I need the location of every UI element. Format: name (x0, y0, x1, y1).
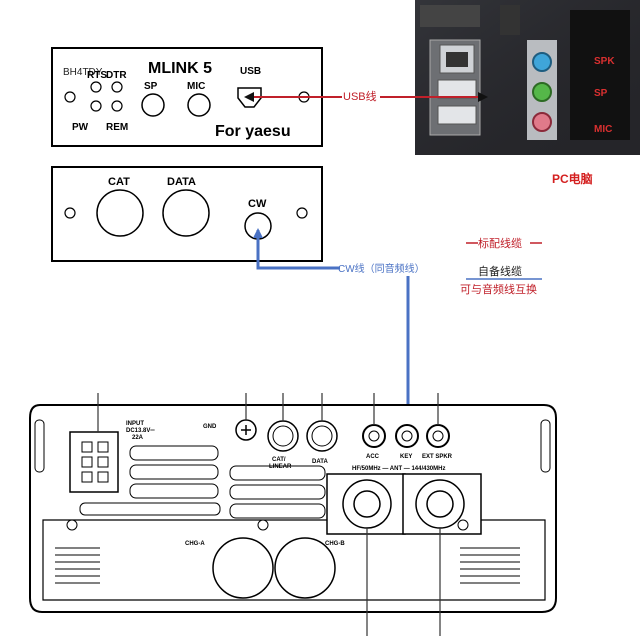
rem-led-icon (111, 100, 123, 112)
pc-label: PC电脑 (552, 171, 593, 186)
input-label-1: INPUT (126, 421, 144, 427)
pw-led-icon (90, 100, 102, 112)
arrow-up-icon (253, 228, 263, 238)
input-label-3: 22A (132, 435, 144, 441)
data-label: DATA (167, 176, 196, 188)
mount-hole-right (296, 207, 308, 219)
mic-label: MIC (187, 81, 205, 92)
sp-jack-icon (141, 93, 165, 117)
mount-hole-left (64, 207, 76, 219)
chg-a-label: CHG-A (185, 541, 205, 547)
mlink-back-panel (51, 166, 323, 262)
legend-standard: 标配线缆 (478, 236, 522, 250)
pc-port-label-sp: SP (594, 88, 608, 99)
legend-optional: 自备线缆 (478, 264, 522, 278)
pw-label: PW (72, 122, 89, 133)
legend (466, 235, 542, 280)
dtr-label: DTR (106, 70, 127, 81)
cw-cable-label: CW线（同音频线） (338, 262, 425, 275)
fan-a-icon (212, 537, 274, 599)
data-port-icon (162, 189, 210, 237)
radio-data-label: DATA (312, 459, 328, 465)
pc-port-label-spk: SPK (594, 56, 615, 67)
ext-spkr-label: EXT SPKR (422, 454, 453, 460)
input-label-2: DC13.8V═ (126, 428, 155, 434)
radio-rear-panel (29, 404, 557, 613)
cat-linear-label-2: LINEAR (269, 464, 292, 470)
gnd-label: GND (203, 424, 217, 430)
mlink-title: MLINK 5 (148, 60, 212, 77)
power-socket-icon (69, 431, 119, 493)
usb-cable-label: USB线 (343, 89, 377, 103)
antenna-label: HF/50MHz — ANT — 144/430MHz (352, 466, 445, 472)
mic-jack-icon (187, 93, 211, 117)
rts-led-icon (90, 81, 102, 93)
mlink-callsign: BH4TDY (63, 67, 103, 78)
cw-label: CW (248, 198, 267, 210)
rts-label: RTS (87, 70, 107, 81)
chg-b-label: CHG-B (325, 541, 345, 547)
legend-optional-note: 可与音频线互换 (460, 282, 537, 296)
arrow-left-icon (244, 92, 254, 102)
rem-label: REM (106, 122, 128, 133)
cat-port-icon (96, 189, 144, 237)
brand-label: For yaesu (215, 123, 291, 140)
key-label: KEY (400, 454, 412, 460)
dtr-led-icon (111, 81, 123, 93)
fan-b-icon (274, 537, 336, 599)
cat-label: CAT (108, 176, 130, 188)
usb-label: USB (240, 66, 261, 77)
pc-motherboard-photo (415, 0, 640, 155)
mount-hole-left (64, 91, 76, 103)
cat-linear-label: CAT/ (272, 457, 286, 463)
leader-lines (97, 393, 441, 636)
acc-label: ACC (366, 454, 380, 460)
pc-port-label-mic: MIC (594, 124, 612, 135)
arrow-right-icon (478, 92, 488, 102)
sp-label: SP (144, 81, 158, 92)
usb-cable (244, 88, 488, 104)
